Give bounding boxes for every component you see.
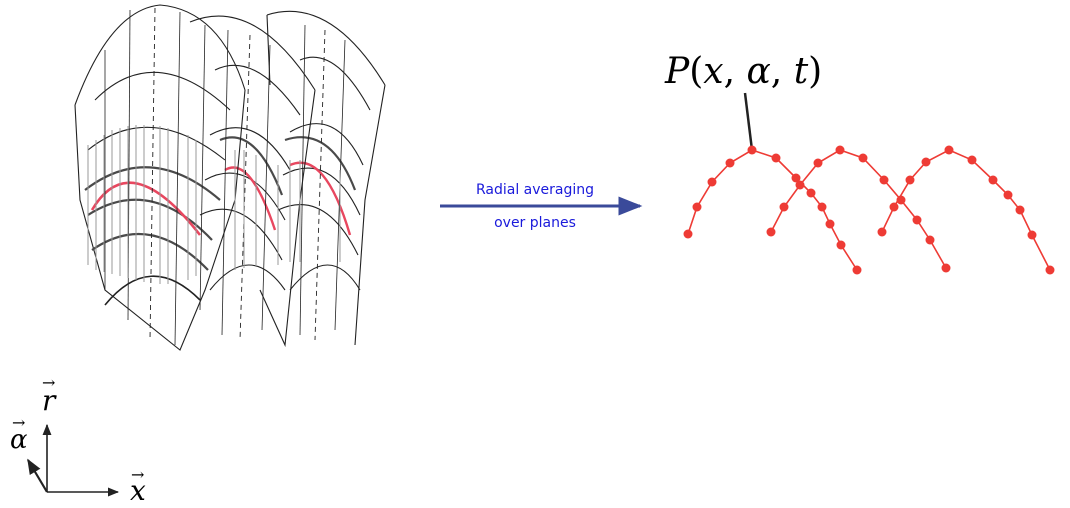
- profile-point: [889, 202, 899, 212]
- radial-averaging-arrow: Radial averaging over planes: [440, 182, 643, 231]
- x-axis-vector-mark: →: [131, 465, 144, 484]
- profile-point: [692, 202, 702, 212]
- profile-curve-2: [770, 149, 947, 269]
- profile-point: [1045, 265, 1055, 275]
- alpha-axis-vector-mark: →: [12, 413, 25, 432]
- arrow-label-line2: over planes: [494, 215, 576, 231]
- profile-point: [836, 240, 846, 250]
- profile-point: [858, 153, 868, 163]
- profile-point: [1015, 205, 1025, 215]
- label-pointer-line: [743, 92, 754, 151]
- profile-point: [921, 157, 931, 167]
- profile-point: [766, 227, 776, 237]
- profile-point: [707, 177, 717, 187]
- profile-point: [905, 175, 915, 185]
- profile-point: [683, 229, 693, 239]
- profile-point: [817, 202, 827, 212]
- profile-point: [1027, 230, 1037, 240]
- profile-point: [813, 158, 823, 168]
- profile-point: [912, 215, 922, 225]
- arrow-label-line1: Radial averaging: [476, 182, 594, 198]
- r-axis-vector-mark: →: [42, 373, 55, 392]
- profile-points: [683, 145, 1055, 275]
- profile-point: [1003, 190, 1013, 200]
- profile-point: [725, 158, 735, 168]
- profile-point: [806, 188, 816, 198]
- alpha-axis-arrow: [27, 458, 48, 493]
- profile-point: [835, 145, 845, 155]
- averaged-profiles: P(x, α, t): [664, 51, 1055, 275]
- r-axis-label: r: [42, 384, 57, 417]
- sheet-2: [189, 15, 316, 348]
- profile-point: [825, 219, 835, 229]
- profile-function-label: P(x, α, t): [664, 51, 822, 92]
- profile-point: [791, 173, 801, 183]
- alpha-axis-label: α: [10, 425, 28, 455]
- profile-point: [988, 175, 998, 185]
- profile-point: [896, 195, 906, 205]
- sheet-stack: [74, 4, 386, 351]
- profile-curve-1: [687, 149, 858, 271]
- profile-curve-3: [881, 149, 1051, 271]
- profile-point: [925, 235, 935, 245]
- profile-point: [944, 145, 954, 155]
- coordinate-axes: r → α → x →: [10, 373, 146, 507]
- profile-point: [941, 263, 951, 273]
- profile-point: [967, 155, 977, 165]
- profile-point: [795, 180, 805, 190]
- profile-point: [879, 175, 889, 185]
- profile-point: [747, 145, 757, 155]
- profile-point: [771, 153, 781, 163]
- sheet-3: [266, 10, 386, 346]
- x-axis-label: x: [130, 474, 146, 507]
- sheet-1: [74, 4, 341, 351]
- profile-point: [779, 202, 789, 212]
- profile-point: [852, 265, 862, 275]
- profile-point: [877, 227, 887, 237]
